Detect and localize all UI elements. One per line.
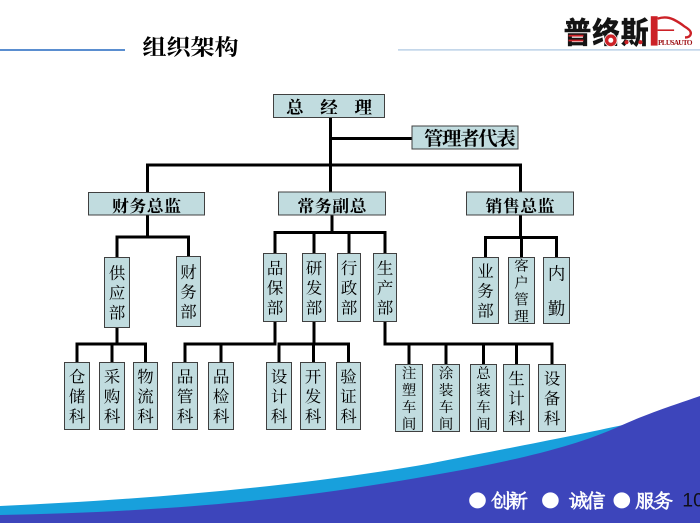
- svg-text:PLUSAUTO: PLUSAUTO: [658, 38, 693, 47]
- svg-text:10: 10: [682, 490, 700, 512]
